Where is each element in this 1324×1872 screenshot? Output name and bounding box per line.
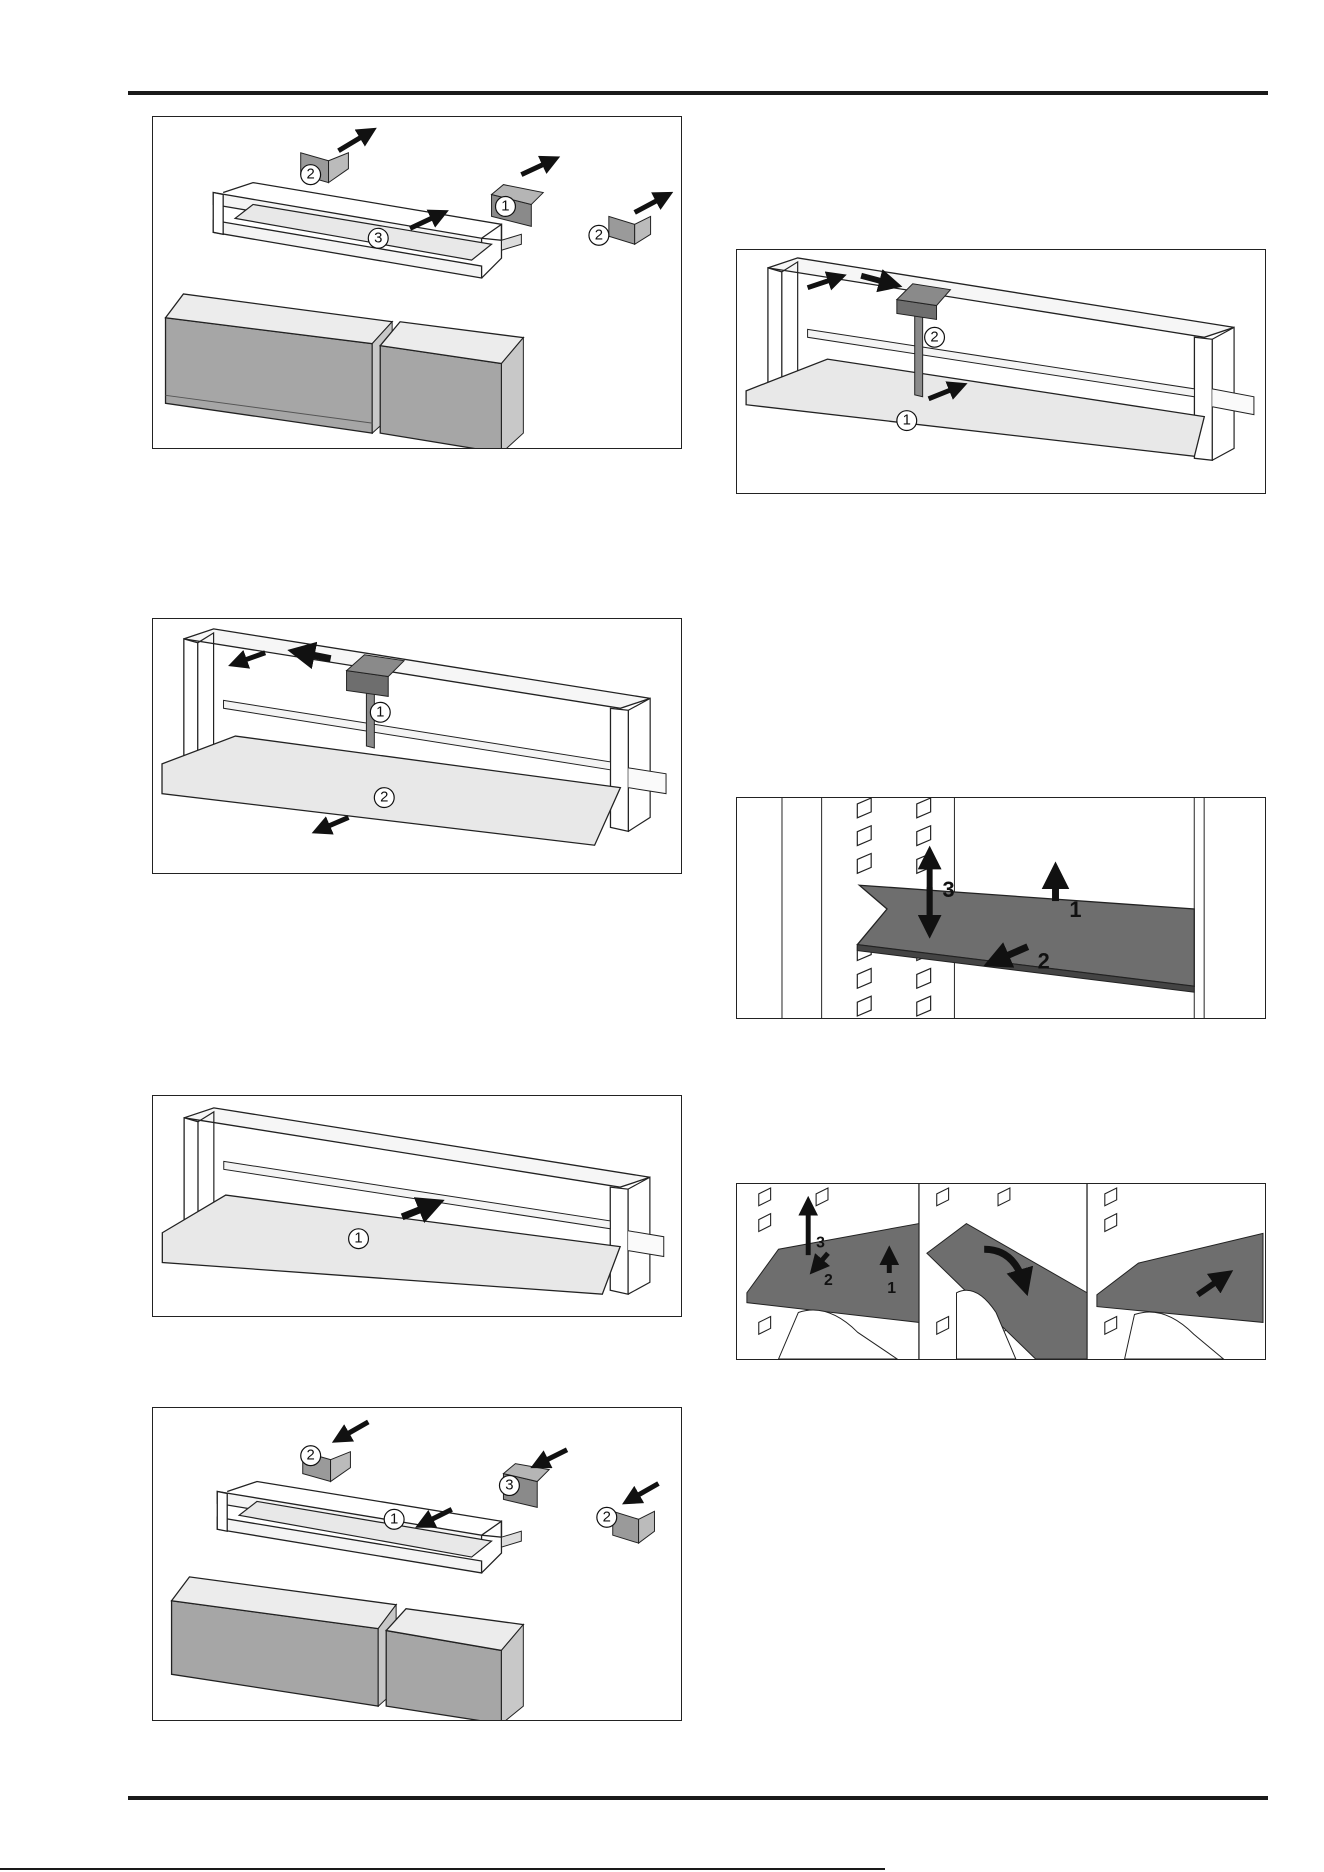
step-label-2: 2: [824, 1272, 833, 1289]
arrow-icon: [521, 161, 551, 175]
step-label-3: 3: [816, 1234, 825, 1251]
hand-icon: [1125, 1312, 1224, 1359]
svg-text:2: 2: [380, 790, 388, 806]
glass-shelf: [746, 359, 1204, 456]
arrow-icon: [321, 817, 349, 829]
callout-2: 2: [925, 327, 945, 347]
arrow-icon: [635, 197, 665, 213]
figure-shelf-pull-out: 1 2: [152, 618, 682, 874]
callout-1: 1: [370, 702, 390, 722]
footer-rule: [0, 1868, 885, 1870]
callout-3: 3: [499, 1476, 519, 1496]
svg-text:2: 2: [930, 329, 938, 345]
callout-2: 2: [589, 225, 609, 245]
figure-rail-shelf: 3 1 2: [736, 797, 1266, 1019]
svg-text:3: 3: [374, 230, 382, 246]
figure-shelf-slide-in: 2 1: [736, 249, 1266, 494]
arrow-icon: [338, 133, 368, 151]
svg-text:2: 2: [595, 227, 603, 243]
arrow-icon: [340, 1422, 368, 1438]
glass-shelf: [162, 1195, 620, 1294]
svg-text:3: 3: [505, 1478, 513, 1494]
bottom-rule: [128, 1796, 1268, 1800]
callout-1: 1: [384, 1509, 404, 1529]
callout-2: 2: [597, 1507, 617, 1527]
callout-1: 1: [496, 197, 516, 217]
arrow-icon: [402, 1205, 432, 1217]
callout-1: 1: [897, 411, 917, 431]
step-label-3: 3: [943, 877, 955, 902]
svg-text:1: 1: [376, 704, 384, 720]
svg-text:2: 2: [603, 1509, 611, 1525]
arrow-icon: [808, 278, 838, 288]
callout-3: 3: [368, 228, 388, 248]
step-label-1: 1: [887, 1280, 896, 1297]
callout-2: 2: [374, 788, 394, 808]
arrow-icon: [539, 1450, 567, 1464]
arrow-icon: [410, 214, 440, 228]
figure-shelf-insert: 1: [152, 1095, 682, 1317]
top-rule: [128, 91, 1268, 95]
callout-2: 2: [301, 165, 321, 185]
svg-text:1: 1: [390, 1511, 398, 1527]
figure-shelf-three-panel: 3 2 1: [736, 1183, 1266, 1360]
callout-2: 2: [301, 1446, 321, 1466]
figure-drawer-removal: 2 1 3 2: [152, 116, 682, 449]
callout-1: 1: [349, 1229, 369, 1249]
step-label-1: 1: [1069, 897, 1081, 922]
arrow-icon: [631, 1484, 659, 1500]
arrow-icon: [237, 653, 265, 663]
svg-text:1: 1: [354, 1231, 362, 1247]
step-label-2: 2: [1038, 948, 1050, 973]
svg-text:1: 1: [903, 413, 911, 429]
figure-drawer-install: 2 3 1 2: [152, 1407, 682, 1721]
svg-text:1: 1: [501, 198, 509, 214]
svg-text:2: 2: [307, 1448, 315, 1464]
svg-text:2: 2: [306, 167, 314, 183]
